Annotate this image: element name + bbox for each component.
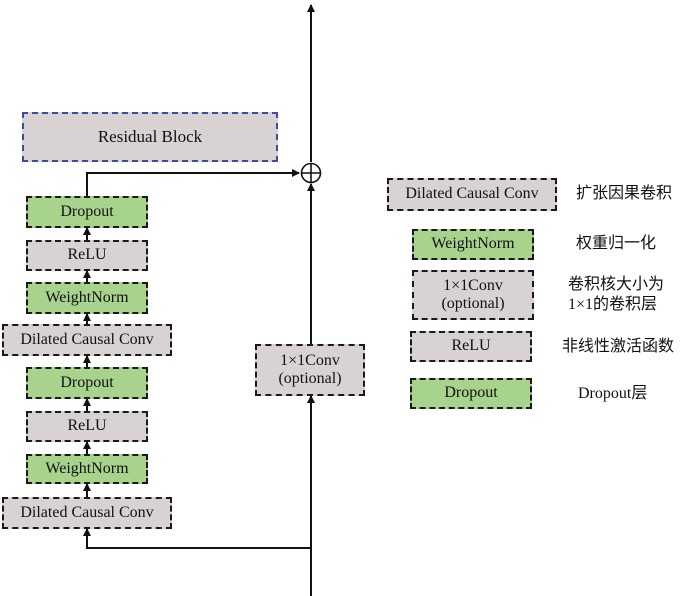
legend-weightnorm-desc: 权重归一化 (576, 235, 657, 252)
legend-dropout-box: Dropout (410, 378, 532, 409)
lower-dropout-box: Dropout (26, 367, 148, 399)
upper-dropout-box: Dropout (26, 196, 148, 228)
legend-relu-desc: 非线性激活函数 (562, 338, 675, 355)
legend-conv1x1-desc-line2: 1×1的卷积层 (568, 296, 658, 313)
legend-conv1x1-desc: 卷积核大小为 1×1的卷积层 (568, 275, 664, 315)
upper-dropout-label: Dropout (60, 202, 114, 220)
legend-weightnorm-label: WeightNorm (431, 235, 515, 253)
legend-weightnorm-box: WeightNorm (412, 229, 534, 260)
legend-relu-label: ReLU (451, 337, 491, 355)
lower-weightnorm-label: WeightNorm (45, 459, 129, 477)
lower-dilated-conv-box: Dilated Causal Conv (2, 497, 172, 529)
legend-conv1x1-line1: 1×1Conv (443, 276, 503, 294)
legend-conv1x1-desc-line1: 卷积核大小为 (568, 276, 665, 293)
upper-weightnorm-label: WeightNorm (45, 288, 129, 306)
legend-conv1x1-line2: (optional) (441, 295, 505, 312)
stack-output-line (86, 169, 300, 196)
legend-dilated-box: Dilated Causal Conv (387, 178, 557, 211)
shortcut-conv-line2: (optional) (278, 370, 342, 387)
legend-relu-box: ReLU (410, 331, 532, 362)
upper-dilated-conv-box: Dilated Causal Conv (2, 324, 172, 356)
lower-relu-label: ReLU (67, 417, 107, 435)
legend-dilated-label: Dilated Causal Conv (405, 185, 539, 203)
legend-dilated-desc: 扩张因果卷积 (576, 185, 673, 202)
lower-relu-box: ReLU (26, 411, 148, 442)
lower-weightnorm-box: WeightNorm (26, 454, 148, 484)
legend-dropout-desc: Dropout层 (578, 385, 648, 402)
shortcut-conv-box: 1×1Conv (optional) (255, 344, 365, 396)
lower-dropout-label: Dropout (60, 373, 114, 391)
residual-block-label: Residual Block (97, 127, 203, 147)
upper-dilated-conv-label: Dilated Causal Conv (20, 330, 154, 348)
legend-dropout-label: Dropout (444, 384, 498, 402)
legend-conv1x1-box: 1×1Conv (optional) (412, 270, 534, 320)
upper-weightnorm-box: WeightNorm (26, 282, 148, 314)
stack-input-line (83, 528, 311, 549)
lower-dilated-conv-label: Dilated Causal Conv (20, 503, 154, 521)
upper-relu-label: ReLU (67, 246, 107, 264)
shortcut-conv-line1: 1×1Conv (280, 351, 340, 369)
upper-relu-box: ReLU (26, 240, 148, 271)
residual-block-box: Residual Block (22, 112, 278, 162)
